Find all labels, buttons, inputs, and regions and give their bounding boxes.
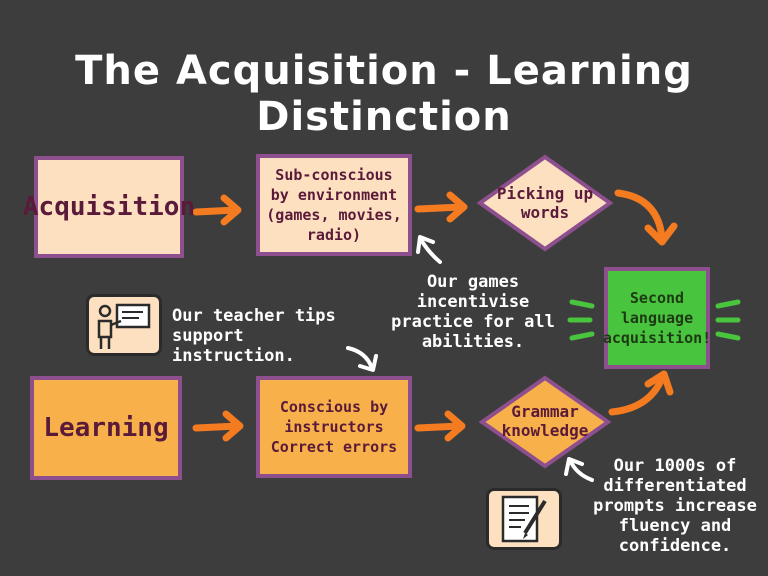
teacher-icon-card xyxy=(86,294,162,356)
arrow-grammar-to-outcome xyxy=(608,370,674,416)
outcome-box: Second language acquisition! xyxy=(602,267,712,369)
learning-label: Learning xyxy=(43,413,169,443)
arrow-picking-to-outcome xyxy=(614,189,678,246)
prompts-note: Our 1000s of differentiated prompts incr… xyxy=(593,456,757,556)
sparkle-right-icon xyxy=(715,299,741,341)
acquisition-label: Acquisition xyxy=(22,192,196,222)
teacher-note: Our teacher tips support instruction. xyxy=(172,306,336,366)
games-pointer-arrow xyxy=(416,235,442,264)
prompts-icon-card xyxy=(486,488,562,550)
teacher-presenting-icon xyxy=(97,303,151,349)
diagram-title: The Acquisition - Learning Distinction xyxy=(75,48,693,140)
writing-document-icon xyxy=(501,495,547,543)
subconscious-text: Sub-conscious by environment (games, mov… xyxy=(266,166,402,244)
picking-up-diamond xyxy=(476,154,614,252)
conscious-box: Conscious by instructors Correct errors xyxy=(256,376,412,478)
arrow-acquisition-to-subconscious xyxy=(192,194,242,226)
conscious-text: Conscious by instructors Correct errors xyxy=(270,398,398,456)
teacher-pointer-arrow xyxy=(346,346,378,372)
grammar-text: Grammar knowledge xyxy=(501,402,589,440)
arrow-conscious-to-grammar xyxy=(414,410,466,442)
sparkle-left-icon xyxy=(567,299,595,341)
games-note: Our games incentivise practice for all a… xyxy=(391,272,555,352)
subconscious-box: Sub-conscious by environment (games, mov… xyxy=(256,154,412,256)
picking-up-text: Picking up words xyxy=(496,184,594,222)
arrow-subconscious-to-picking xyxy=(414,191,468,223)
learning-box: Learning xyxy=(30,376,182,480)
outcome-text: Second language acquisition! xyxy=(602,289,712,347)
prompts-pointer-arrow xyxy=(564,457,594,482)
acquisition-box: Acquisition xyxy=(23,156,195,258)
grammar-diamond xyxy=(478,375,612,469)
arrow-learning-to-conscious xyxy=(192,410,244,442)
